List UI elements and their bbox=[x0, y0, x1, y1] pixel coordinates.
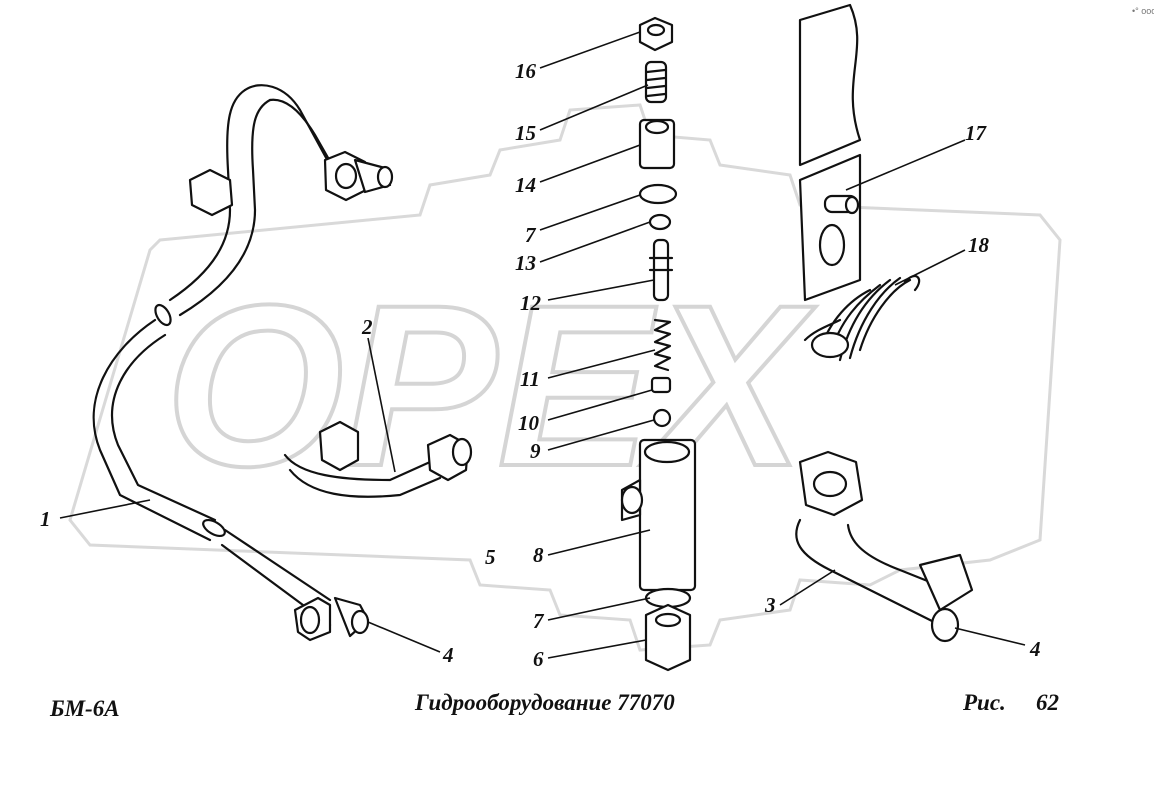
callout-2: 2 bbox=[361, 315, 373, 339]
callout-4-left: 4 bbox=[442, 643, 454, 667]
callout-14: 14 bbox=[515, 173, 536, 197]
callout-18: 18 bbox=[968, 233, 990, 257]
footer-fig-number: 62 bbox=[1036, 690, 1059, 715]
watermark-gear-outline bbox=[68, 103, 1062, 652]
callout-3: 3 bbox=[764, 593, 776, 617]
callout-5: 5 bbox=[485, 545, 496, 569]
callout-9: 9 bbox=[530, 439, 541, 463]
part-1-pipe bbox=[92, 84, 394, 642]
footer-model: БМ-6А bbox=[50, 696, 120, 721]
callout-7-bottom: 7 bbox=[533, 609, 545, 633]
footer-fig-label: Рис. bbox=[963, 690, 1006, 715]
callouts: 1 2 3 4 4 5 6 7 7 8 9 10 11 12 13 14 15 … bbox=[40, 59, 1041, 671]
callout-1: 1 bbox=[40, 507, 51, 531]
part-17-bracket bbox=[798, 3, 862, 302]
footer-title: Гидрооборудование 77070 bbox=[415, 690, 675, 715]
callout-17: 17 bbox=[965, 121, 988, 145]
callout-15: 15 bbox=[515, 121, 536, 145]
callout-10: 10 bbox=[518, 411, 540, 435]
callout-11: 11 bbox=[520, 367, 540, 391]
part-18-spring bbox=[803, 275, 921, 362]
corner-mark: •° ooo bbox=[1132, 6, 1154, 16]
part-2-elbow-pipe bbox=[283, 420, 473, 498]
leader-lines bbox=[59, 31, 1026, 659]
callout-6: 6 bbox=[533, 647, 544, 671]
callout-7-top: 7 bbox=[525, 223, 537, 247]
center-valve-stack bbox=[620, 16, 697, 672]
callout-8: 8 bbox=[533, 543, 544, 567]
watermark: OPEX bbox=[68, 103, 1062, 652]
callout-4-right: 4 bbox=[1029, 637, 1041, 661]
watermark-text: OPEX bbox=[165, 257, 816, 514]
callout-12: 12 bbox=[520, 291, 542, 315]
callout-13: 13 bbox=[515, 251, 536, 275]
part-3-fitting bbox=[795, 450, 974, 643]
callout-16: 16 bbox=[515, 59, 537, 83]
